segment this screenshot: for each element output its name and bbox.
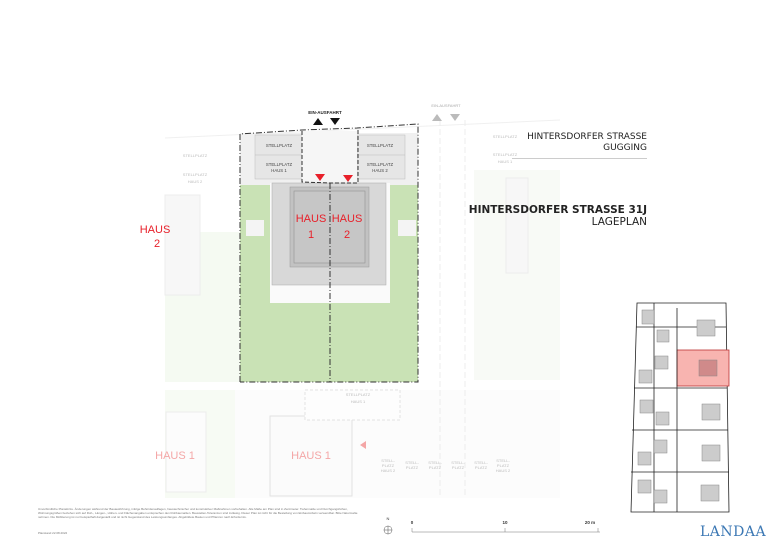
entrance-arrow-icon <box>343 175 353 182</box>
svg-text:STELLPLATZ: STELLPLATZ <box>346 392 371 397</box>
svg-text:10: 10 <box>502 520 508 525</box>
svg-text:PLATZ: PLATZ <box>429 465 442 470</box>
svg-text:STELL-: STELL- <box>451 460 465 465</box>
disclaimer-text: Unverbindliche Planskizze. Änderungen wä… <box>38 507 358 519</box>
svg-text:0: 0 <box>411 520 414 525</box>
svg-text:20 m: 20 m <box>585 520 595 525</box>
plan-address: HINTERSDORFER STRASSE 31J <box>468 204 647 216</box>
svg-text:PLATZ: PLATZ <box>406 465 419 470</box>
svg-text:2: 2 <box>154 238 160 250</box>
arrow-down-icon <box>330 118 340 125</box>
svg-text:EIN-AUSFAHRT: EIN-AUSFAHRT <box>431 103 461 108</box>
svg-text:STELLPLATZ: STELLPLATZ <box>367 143 394 148</box>
svg-text:PLATZ: PLATZ <box>475 465 488 470</box>
svg-text:STELLPLATZ: STELLPLATZ <box>183 153 208 158</box>
entrance-arrow-icon <box>315 174 325 181</box>
svg-text:HAUS 1: HAUS 1 <box>351 399 366 404</box>
svg-text:HAUS: HAUS <box>296 213 327 225</box>
svg-text:HAUS 2: HAUS 2 <box>372 168 388 173</box>
svg-text:STELLPLATZ: STELLPLATZ <box>266 143 293 148</box>
scale-bar: 0 10 20 m <box>411 520 600 533</box>
parking-labels: STELLPLATZ STELLPLATZ HAUS 1 STELLPLATZ … <box>266 143 394 173</box>
svg-text:STELLPLATZ: STELLPLATZ <box>493 152 518 157</box>
svg-text:HAUS 1: HAUS 1 <box>498 159 513 164</box>
svg-text:HAUS 1: HAUS 1 <box>291 450 331 462</box>
svg-text:HAUS 2: HAUS 2 <box>496 468 511 473</box>
main-plot <box>239 123 419 383</box>
north-arrow: N <box>383 516 393 535</box>
svg-text:STELLPLATZ: STELLPLATZ <box>367 162 394 167</box>
house-labels: HAUS 1 HAUS 2 <box>296 174 363 241</box>
svg-text:EIN-AUSFAHRT: EIN-AUSFAHRT <box>308 110 342 115</box>
svg-text:HAUS 1: HAUS 1 <box>271 168 287 173</box>
svg-text:PLATZ: PLATZ <box>497 463 510 468</box>
landaa-logo: LANDAA <box>700 524 767 540</box>
svg-text:STELLPLATZ: STELLPLATZ <box>266 162 293 167</box>
project-street: HINTERSDORFER STRASSE <box>527 132 647 142</box>
plan-date: Planstand 22.08.2022 <box>38 531 68 535</box>
key-plan <box>630 302 730 513</box>
svg-text:STELL-: STELL- <box>381 458 395 463</box>
svg-text:HAUS 2: HAUS 2 <box>381 468 396 473</box>
plan-type: LAGEPLAN <box>591 216 647 228</box>
neighbor-labels: STELLPLATZ STELLPLATZ HAUS 2 STELLPLATZ … <box>183 134 518 473</box>
svg-text:STELL-: STELL- <box>496 458 510 463</box>
svg-text:HAUS: HAUS <box>140 224 171 236</box>
svg-text:N: N <box>387 516 390 521</box>
svg-text:STELLPLATZ: STELLPLATZ <box>493 134 518 139</box>
plan-title: HINTERSDORFER STRASSE 31J LAGEPLAN <box>469 204 647 228</box>
svg-text:1: 1 <box>308 229 314 241</box>
svg-text:STELL-: STELL- <box>405 460 419 465</box>
svg-text:STELLPLATZ: STELLPLATZ <box>183 172 208 177</box>
svg-text:2: 2 <box>344 229 350 241</box>
project-heading: HINTERSDORFER STRASSE GUGGING <box>512 132 647 159</box>
svg-text:HAUS 2: HAUS 2 <box>188 179 203 184</box>
faded-house-labels: HAUS 2 HAUS 1 HAUS 1 <box>140 224 366 462</box>
entry-markers: EIN-AUSFAHRT EIN-AUSFAHRT <box>308 103 461 125</box>
svg-text:HAUS 1: HAUS 1 <box>155 450 195 462</box>
svg-text:PLATZ: PLATZ <box>452 465 465 470</box>
project-town: GUGGING <box>603 143 647 153</box>
svg-text:HAUS: HAUS <box>332 213 363 225</box>
svg-text:PLATZ: PLATZ <box>382 463 395 468</box>
svg-text:STELL-: STELL- <box>428 460 442 465</box>
svg-text:STELL-: STELL- <box>474 460 488 465</box>
arrow-up-icon <box>313 118 323 125</box>
